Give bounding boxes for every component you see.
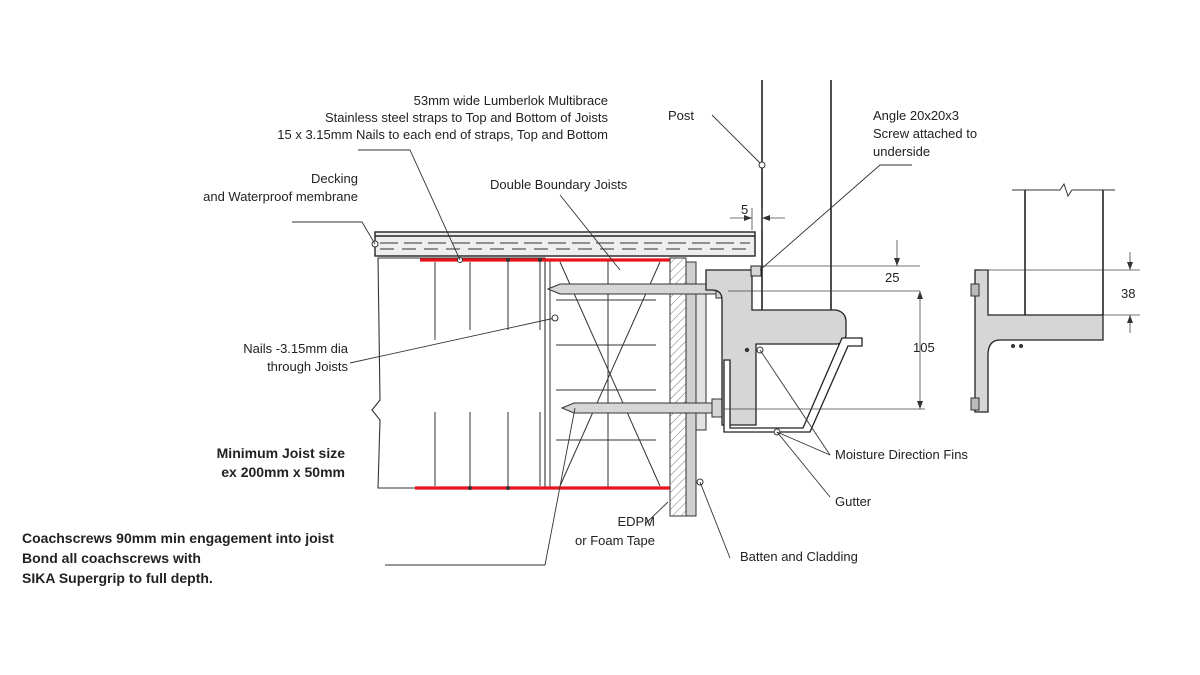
angle-line-2: Screw attached to [873,126,977,141]
coach-line-3: SIKA Supergrip to full depth. [22,570,213,586]
dimension-5: 5 [730,202,785,230]
double-boundary-joists [549,259,671,489]
angle-line-1: Angle 20x20x3 [873,108,959,123]
label-double-boundary-joists: Double Boundary Joists [490,177,628,192]
decking [371,231,756,257]
min-joist-line-2: ex 200mm x 50mm [221,464,345,480]
dimension-105: 105 [724,291,935,410]
coach-line-1: Coachscrews 90mm min engagement into joi… [22,530,334,546]
multibrace-line-3: 15 x 3.15mm Nails to each end of straps,… [277,127,608,142]
edpm-line-2: or Foam Tape [575,533,655,548]
decking-line-2: and Waterproof membrane [203,189,358,204]
decking-line-1: Decking [311,171,358,186]
label-angle: Angle 20x20x3 Screw attached to undersid… [873,108,977,159]
batten-and-cladding [669,257,707,517]
coachscrew-lower [560,398,725,418]
dimension-25: 25 [728,240,920,292]
dimension-105-label: 105 [913,340,935,355]
multibrace-line-2: Stainless steel straps to Top and Bottom… [325,110,609,125]
angle-line-3: underside [873,144,930,159]
nails-line-1: Nails -3.15mm dia [243,341,349,356]
label-decking: Decking and Waterproof membrane [203,171,358,204]
label-nails: Nails -3.15mm dia through Joists [243,341,349,374]
label-moisture-direction-fins: Moisture Direction Fins [835,447,968,462]
edpm-line-1: EDPM [617,514,655,529]
label-post: Post [668,108,694,123]
nails-line-2: through Joists [267,359,348,374]
label-gutter: Gutter [835,494,872,509]
dimension-38: 38 [980,252,1140,333]
multibrace-line-1: 53mm wide Lumberlok Multibrace [414,93,608,108]
side-detail [970,182,1115,413]
label-edpm: EDPM or Foam Tape [575,514,655,548]
coach-line-2: Bond all coachscrews with [22,550,201,566]
multibrace-straps [415,257,670,490]
min-joist-line-1: Minimum Joist size [217,445,346,461]
post [761,80,832,310]
label-multibrace: 53mm wide Lumberlok Multibrace Stainless… [277,93,608,142]
label-minimum-joist: Minimum Joist size ex 200mm x 50mm [217,445,346,480]
dimension-5-label: 5 [741,202,748,217]
leader-lines [292,114,912,566]
joist [371,257,546,489]
dimension-38-label: 38 [1121,286,1135,301]
dimension-25-label: 25 [885,270,899,285]
label-batten-and-cladding: Batten and Cladding [740,549,858,564]
label-coachscrews: Coachscrews 90mm min engagement into joi… [22,530,334,586]
